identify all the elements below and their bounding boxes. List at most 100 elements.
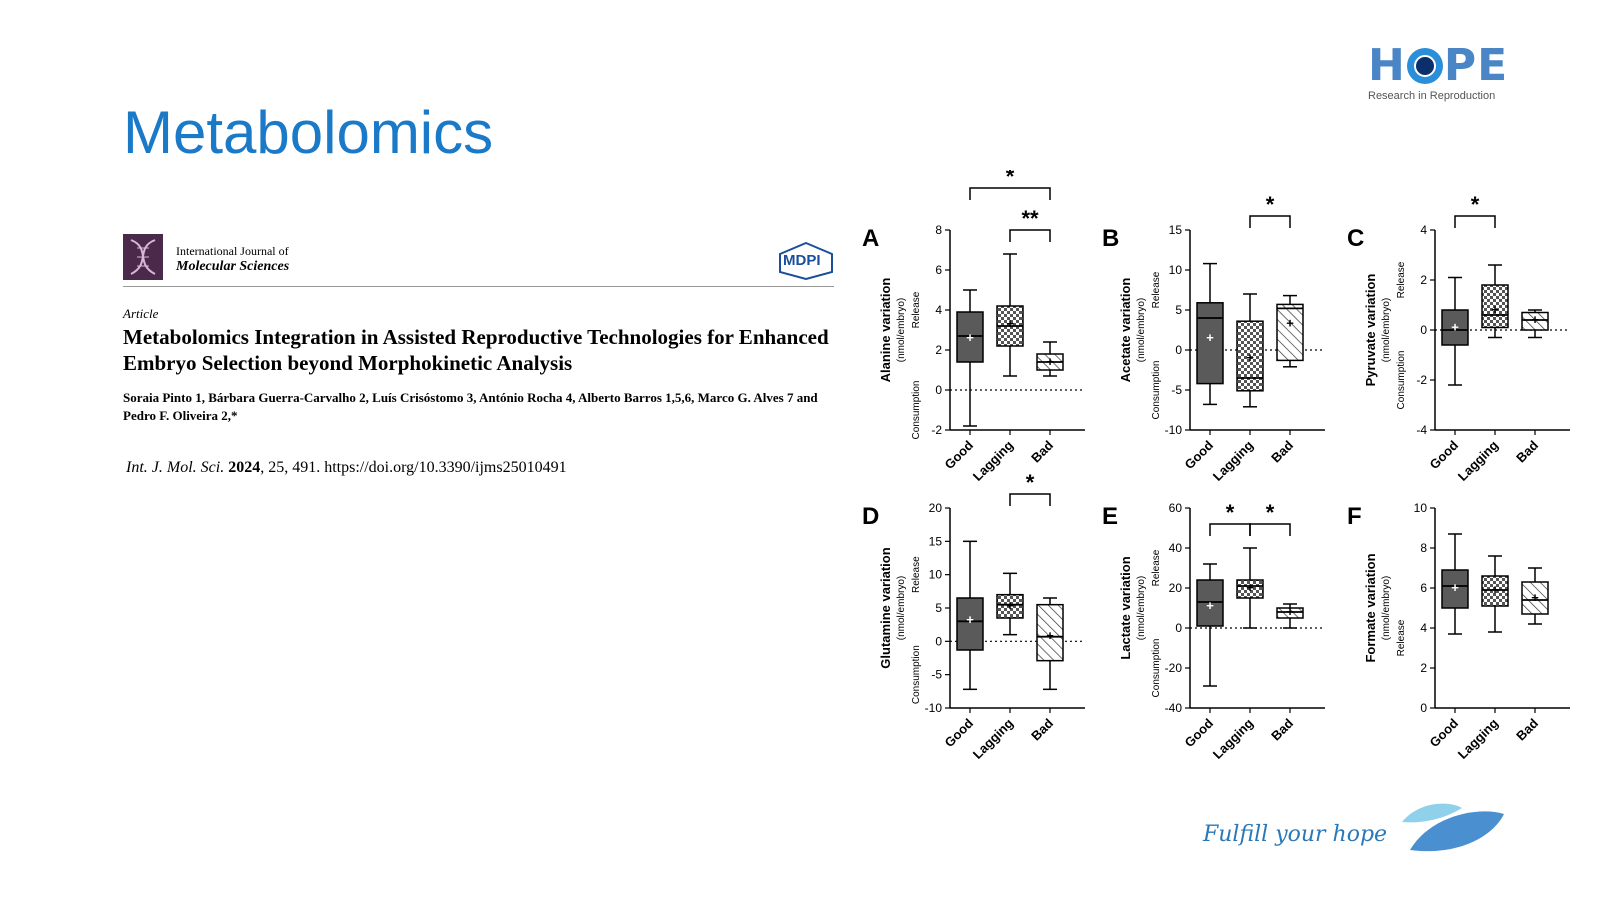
- box: [1196, 302, 1224, 385]
- mdpi-logo: MDPI: [778, 242, 834, 280]
- publisher-name: MDPI: [783, 252, 821, 269]
- significance-bracket: [1454, 215, 1496, 228]
- y-axis-title: Glutamine variation: [878, 547, 893, 668]
- y-tick-label: 6: [1420, 581, 1427, 595]
- y-tick-label: 5: [1175, 303, 1182, 317]
- y-axis-title: Lactate variation: [1118, 556, 1133, 659]
- mean-marker: +: [1286, 604, 1294, 619]
- box: [1521, 581, 1549, 615]
- significance-bracket: [1249, 215, 1291, 228]
- x-tick-label: Bad: [1513, 715, 1541, 743]
- y-tick-label: 15: [929, 534, 943, 548]
- x-tick-label: Lagging: [1210, 715, 1256, 761]
- citation-details: , 25, 491. https://doi.org/10.3390/ijms2…: [260, 459, 567, 476]
- paper-title: Metabolomics Integration in Assisted Rep…: [123, 325, 829, 375]
- y-tick-label: 6: [935, 263, 942, 277]
- y-axis-title: Alanine variation: [878, 278, 893, 383]
- header-divider: [123, 286, 834, 287]
- y-tick-label: 10: [1414, 501, 1428, 515]
- y-tick-label: 0: [935, 383, 942, 397]
- mean-marker: +: [1451, 580, 1459, 595]
- y-tick-label: -4: [1416, 423, 1427, 437]
- side-label-release: Release: [1396, 261, 1407, 298]
- y-tick-label: -5: [931, 668, 942, 682]
- y-tick-label: 40: [1169, 541, 1183, 555]
- mean-marker: +: [1006, 316, 1014, 331]
- mean-marker: +: [1046, 354, 1054, 369]
- panel-letter: A: [862, 225, 879, 252]
- y-tick-label: 8: [935, 223, 942, 237]
- significance-bracket: [1209, 523, 1251, 536]
- mean-marker: +: [1246, 350, 1254, 365]
- mean-marker: +: [1206, 598, 1214, 613]
- mean-marker: +: [966, 330, 974, 345]
- significance-marker: *: [1266, 192, 1275, 217]
- x-tick-label: Lagging: [1455, 437, 1501, 483]
- box: [1481, 575, 1509, 607]
- box: [956, 597, 984, 651]
- y-tick-label: 60: [1169, 501, 1183, 515]
- y-tick-label: 10: [929, 568, 943, 582]
- x-tick-label: Lagging: [970, 715, 1016, 761]
- x-tick-label: Good: [1427, 715, 1462, 750]
- logo-tagline: Research in Reproduction: [1368, 90, 1496, 102]
- x-tick-label: Bad: [1513, 437, 1541, 465]
- y-tick-label: -5: [1171, 383, 1182, 397]
- y-tick-label: 15: [1169, 223, 1183, 237]
- y-axis-unit: (nmol/embryo): [1136, 576, 1147, 640]
- logo-word-left: H: [1368, 40, 1406, 91]
- box: [1441, 309, 1469, 346]
- panel-letter: C: [1347, 225, 1364, 252]
- x-tick-label: Bad: [1028, 437, 1056, 465]
- box: [1481, 284, 1509, 329]
- x-tick-label: Bad: [1268, 715, 1296, 743]
- y-tick-label: 8: [1420, 541, 1427, 555]
- eye-icon: [1406, 48, 1443, 84]
- box: [1276, 607, 1304, 619]
- y-tick-label: 0: [1420, 701, 1427, 715]
- citation-year: 2024: [228, 459, 261, 476]
- y-axis-title: Formate variation: [1363, 553, 1378, 662]
- y-tick-label: 5: [935, 601, 942, 615]
- mean-marker: +: [1491, 302, 1499, 317]
- y-axis-title: Pyruvate variation: [1363, 274, 1378, 387]
- mean-marker: +: [966, 612, 974, 627]
- y-tick-label: -40: [1165, 701, 1183, 715]
- x-tick-label: Lagging: [970, 437, 1016, 483]
- significance-marker: *: [1266, 500, 1275, 525]
- significance-bracket: [1009, 493, 1051, 506]
- side-label-consumption: Consumption: [911, 381, 922, 440]
- panel-letter: D: [862, 503, 879, 530]
- mean-marker: +: [1531, 312, 1539, 327]
- side-label-release: Release: [1151, 271, 1162, 308]
- significance-marker: *: [1006, 170, 1015, 189]
- y-tick-label: 0: [1420, 323, 1427, 337]
- journal-icon: [123, 234, 163, 280]
- y-tick-label: 2: [1420, 661, 1427, 675]
- citation: Int. J. Mol. Sci. 2024, 25, 491. https:/…: [126, 459, 567, 477]
- leaf-logo-icon: [1402, 803, 1504, 852]
- x-tick-label: Good: [942, 437, 977, 472]
- significance-marker: *: [1026, 470, 1035, 495]
- box: [1521, 311, 1549, 331]
- box: [1196, 579, 1224, 627]
- y-tick-label: -10: [1165, 423, 1183, 437]
- significance-bracket: [1009, 229, 1051, 242]
- footer-tagline: Fulfill your hope: [1203, 822, 1388, 847]
- box: [1236, 320, 1264, 392]
- journal-line-1: International Journal of: [176, 244, 289, 258]
- y-tick-label: 10: [1169, 263, 1183, 277]
- y-tick-label: -2: [1416, 373, 1427, 387]
- x-tick-label: Good: [942, 715, 977, 750]
- x-tick-label: Good: [1427, 437, 1462, 472]
- side-label-release: Release: [911, 556, 922, 593]
- box: [1276, 303, 1304, 362]
- mean-marker: +: [1491, 582, 1499, 597]
- mean-marker: +: [1206, 330, 1214, 345]
- mean-marker: +: [1451, 320, 1459, 335]
- y-tick-label: -20: [1165, 661, 1183, 675]
- panel-letter: B: [1102, 225, 1119, 252]
